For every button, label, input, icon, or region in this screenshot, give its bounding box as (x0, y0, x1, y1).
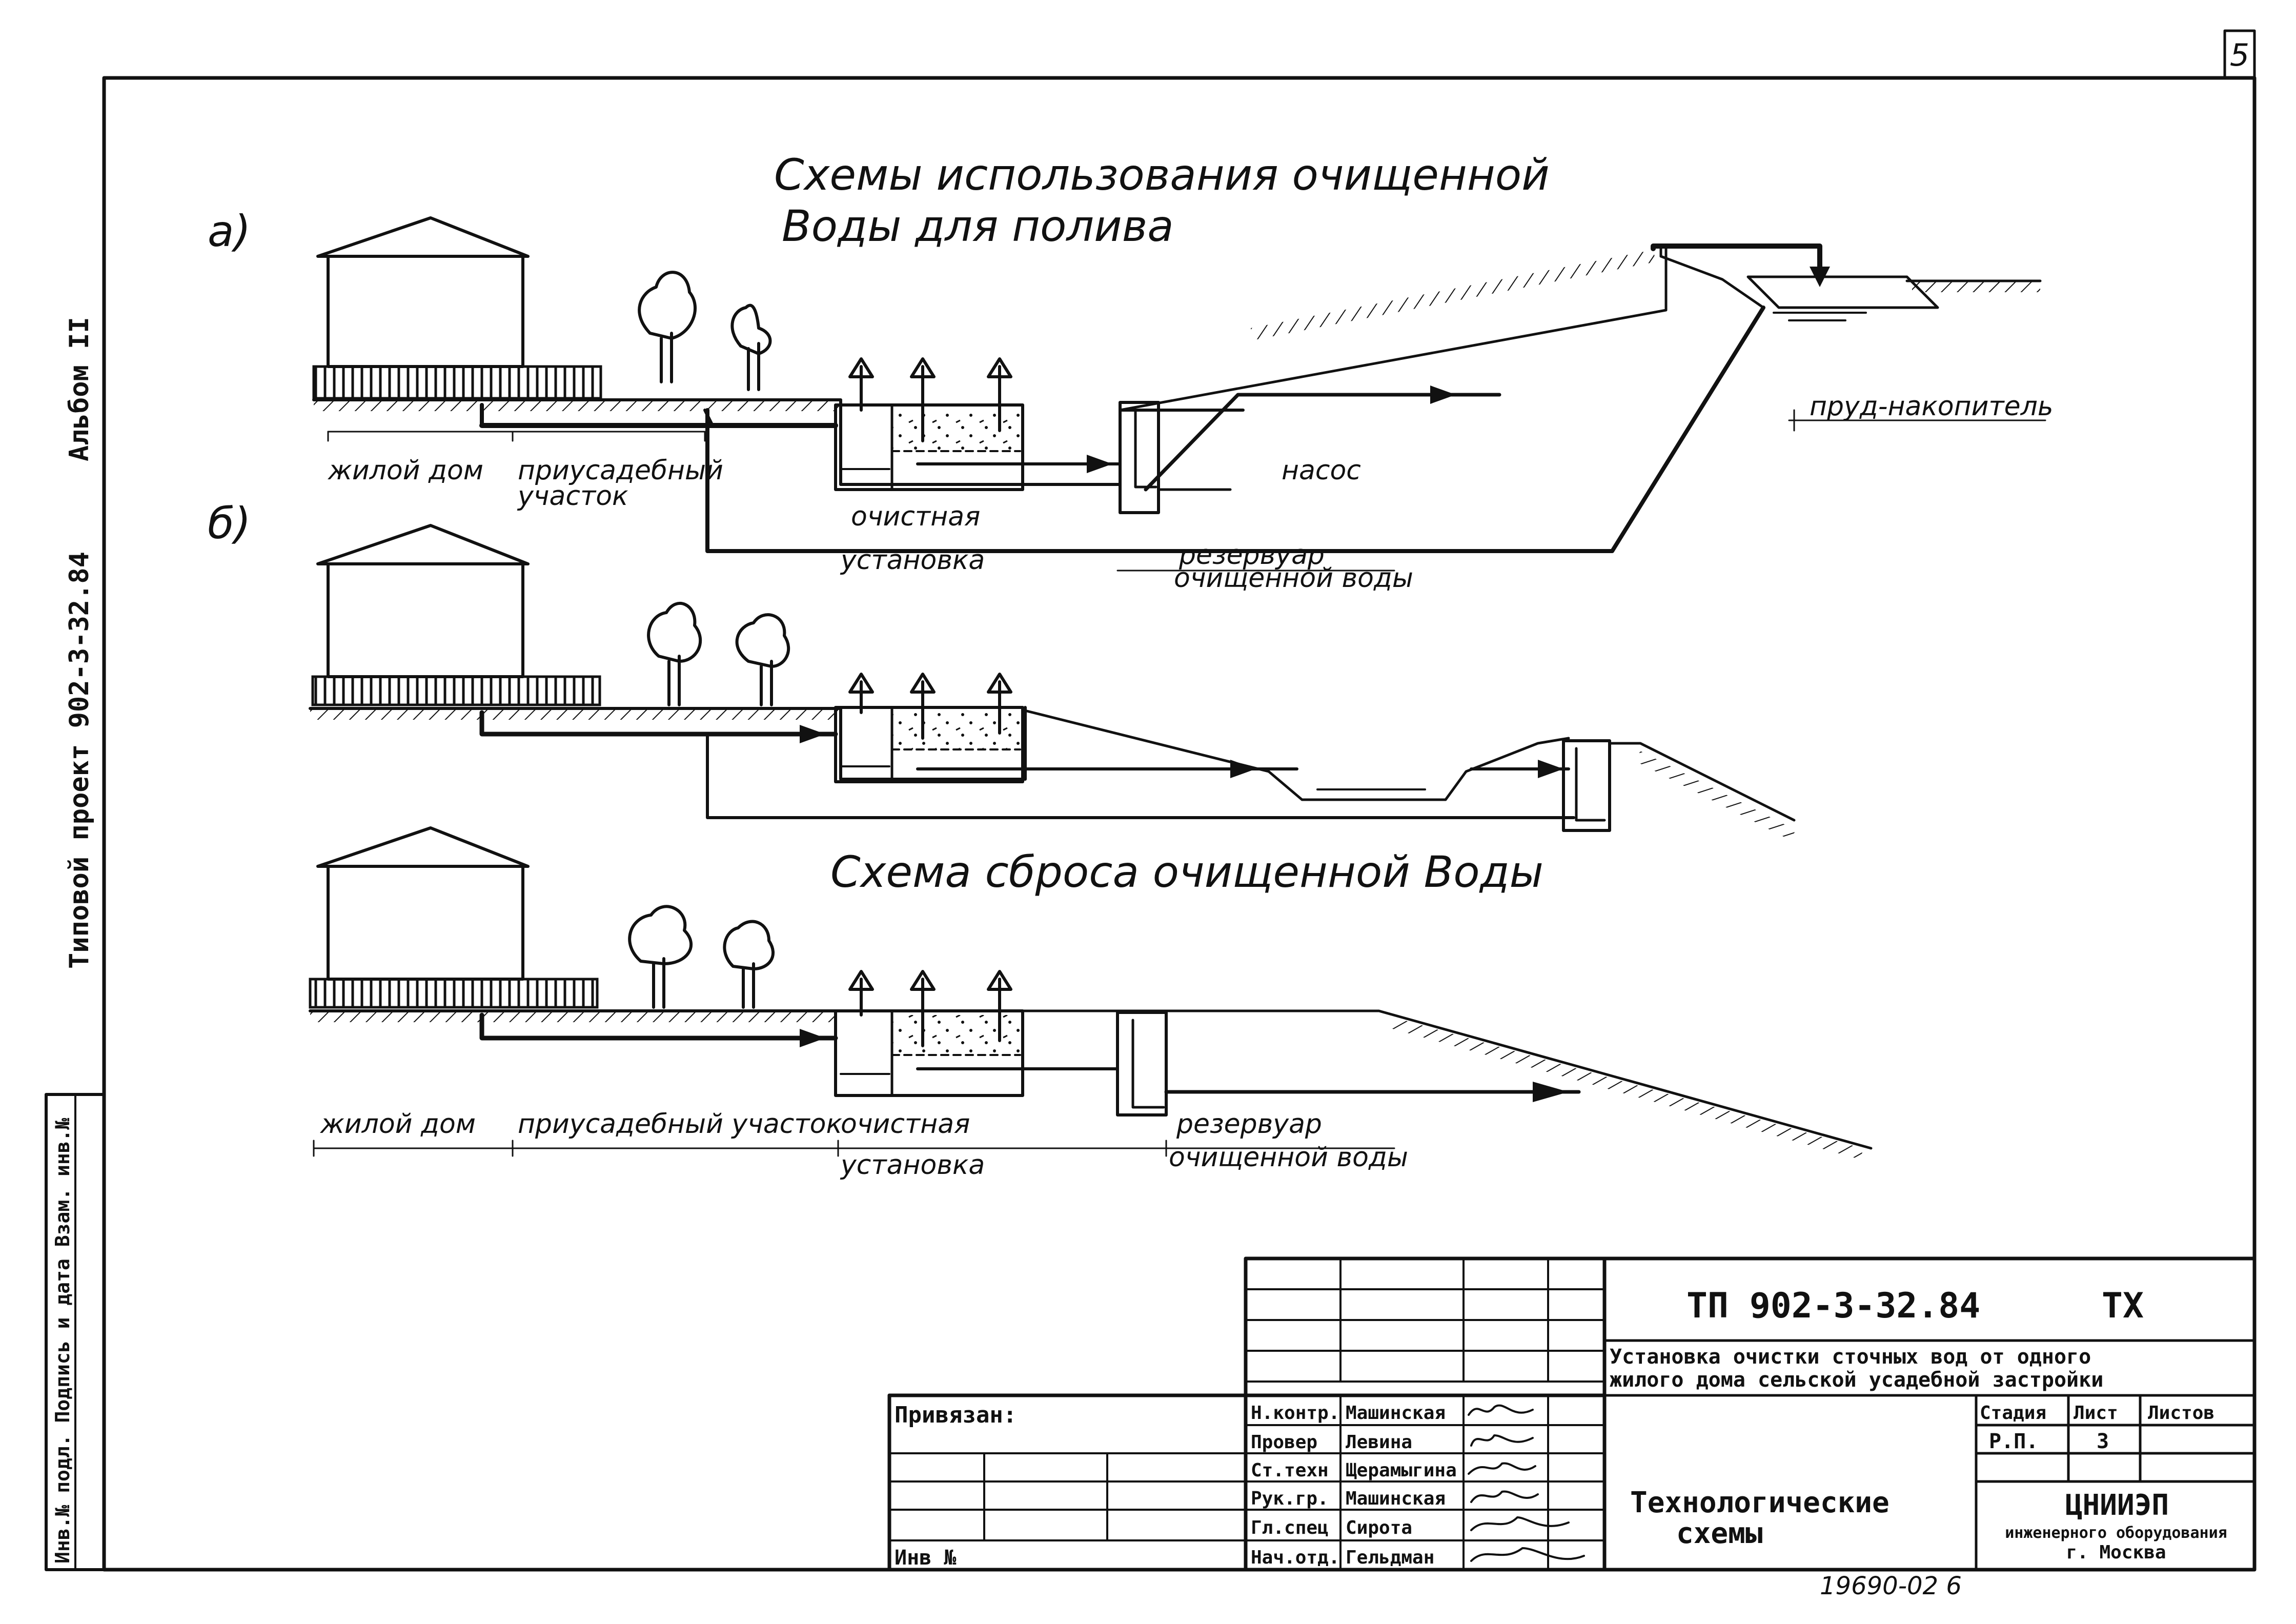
scheme-b (309, 524, 1796, 840)
vent-arrow-icon (848, 673, 874, 714)
role-6: Нач.отд. (1251, 1547, 1339, 1568)
scheme-a: жилой дом приусадебный участок очистная … (312, 216, 2054, 594)
name-5: Сирота (1346, 1517, 1412, 1538)
signature-marks (1468, 1404, 1585, 1562)
label-a-plant-line1: очистная (851, 501, 980, 532)
org-line3: г. Москва (2066, 1542, 2166, 1563)
label-c-plant-line2: установка (840, 1150, 985, 1181)
stage-header: Стадия (1980, 1403, 2046, 1424)
vent-arrow-icon (910, 673, 936, 740)
irrigation-title-line2: Воды для полива (782, 201, 1174, 251)
label-a-reservoir-line1: резервуар (1179, 540, 1325, 571)
sheet-header: Лист (2074, 1403, 2118, 1424)
tree-icon (735, 613, 790, 706)
bound-label: Привязан: (895, 1402, 1017, 1428)
org-line1: ЦНИИЭП (2065, 1489, 2169, 1522)
vent-arrow-icon (987, 970, 1012, 1042)
left-margin: Альбом II Типовой проект 902-3-32.84 Инв… (45, 317, 106, 1571)
vent-arrow-icon (987, 357, 1012, 432)
album-label: Альбом II (64, 317, 95, 461)
role-3: Ст.техн (1251, 1460, 1329, 1481)
vent-arrow-icon (848, 970, 874, 1017)
name-1: Машинская (1346, 1403, 1446, 1424)
sheet-name-line2: схемы (1676, 1517, 1763, 1550)
tree-icon (723, 920, 775, 1009)
sheet-frame: 5 (102, 29, 2257, 1572)
label-a-plant-line2: установка (840, 545, 985, 576)
stamp-headers: Инв.№ подл. Подпись и дата Взам. инв.№ (51, 1118, 74, 1564)
sheet-name-line1: Технологические (1630, 1486, 1889, 1519)
label-a-reservoir-line2: очищенной воды (1174, 563, 1413, 594)
project-code: ТП 902-3-32.84 (1687, 1286, 1980, 1326)
role-5: Гл.спец (1251, 1517, 1329, 1538)
description-line1: Установка очистки сточных вод от одного (1610, 1345, 2091, 1369)
role-1: Н.контр. (1251, 1403, 1339, 1424)
stage-value: Р.П. (1989, 1430, 2038, 1453)
inv-label: Инв № (895, 1546, 956, 1570)
sheets-header: Листов (2148, 1403, 2214, 1424)
label-c-reservoir-line1: резервуар (1176, 1109, 1322, 1140)
sheet-value: 3 (2097, 1430, 2109, 1453)
footer-number: 19690-02 6 (1820, 1572, 1962, 1600)
project-mark: ТХ (2102, 1286, 2144, 1326)
vent-arrow-icon (910, 970, 936, 1047)
label-c-house: жилой дом (320, 1109, 476, 1140)
label-a-house: жилой дом (328, 455, 483, 486)
label-a-plot-line1: приусадебный (518, 455, 723, 486)
variant-b-label: б) (208, 498, 251, 549)
label-a-pond: пруд-накопитель (1810, 391, 2054, 422)
description-line2: жилого дома сельской усадебной застройки (1610, 1368, 2103, 1392)
tree-icon (638, 271, 697, 383)
tree-icon (647, 602, 702, 706)
sheet-number: 5 (2230, 37, 2249, 73)
label-a-plot-line2: участок (517, 481, 628, 512)
name-4: Машинская (1346, 1488, 1446, 1509)
vent-arrow-icon (987, 673, 1012, 735)
vent-arrow-icon (848, 357, 874, 412)
irrigation-title-line1: Схемы использования очищенной (774, 150, 1550, 200)
label-c-plant-line1: очистная (841, 1109, 970, 1140)
variant-a-label: а) (208, 206, 251, 256)
role-2: Провер (1251, 1432, 1317, 1453)
role-4: Рук.гр. (1251, 1488, 1329, 1509)
org-line2: инженерного оборудования (2005, 1524, 2227, 1542)
scheme-c: жилой дом приусадебный участок очистная … (309, 826, 1873, 1181)
vent-arrow-icon (910, 357, 936, 442)
label-c-plot: приусадебный участок (518, 1109, 842, 1140)
project-label: Типовой проект 902-3-32.84 (64, 552, 95, 969)
discharge-title: Схема сброса очищенной Воды (830, 847, 1543, 897)
label-c-reservoir-line2: очищенной воды (1169, 1142, 1408, 1173)
tree-icon (628, 905, 693, 1009)
name-6: Гельдман (1346, 1547, 1434, 1568)
label-a-pump: насос (1282, 455, 1361, 486)
title-block: ТП 902-3-32.84 ТХ Установка очистки сточ… (887, 1256, 2257, 1600)
name-3: Щерамыгина (1346, 1460, 1457, 1481)
name-2: Левина (1346, 1432, 1412, 1453)
tree-icon (730, 303, 772, 391)
